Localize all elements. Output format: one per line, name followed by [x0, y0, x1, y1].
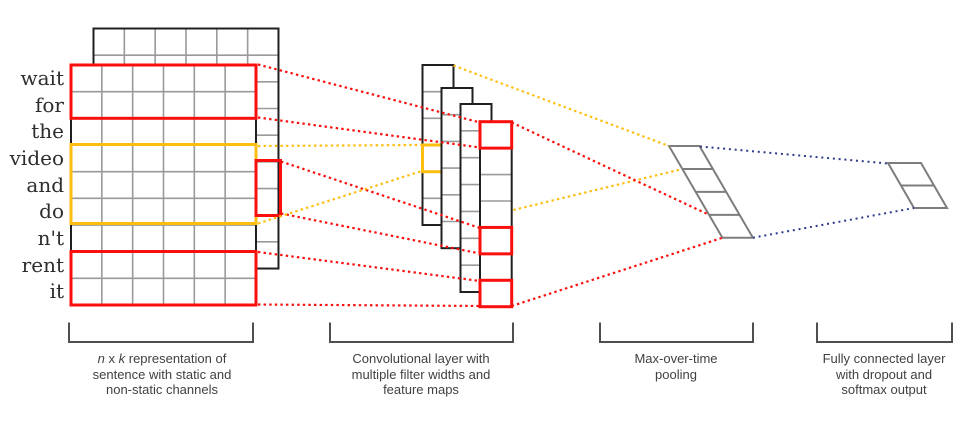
dotted-line-red-pool-top [511, 121, 710, 216]
dotted-line-yellow-pool-top [453, 64, 670, 148]
sentence-word-2: for [34, 92, 64, 117]
bracket-4 [816, 322, 953, 343]
dotted-line-navy-top [699, 145, 889, 165]
caption-line: feature maps [383, 382, 459, 397]
caption-line: Convolutional layer with [352, 351, 490, 366]
caption-line: n x k representation of [97, 351, 227, 366]
sentence-word-9: it [49, 279, 64, 304]
sentence-word-8: rent [21, 252, 64, 277]
caption-input-representation: n x k representation of sentence with st… [55, 351, 269, 398]
bracket-1 [68, 322, 254, 343]
dotted-line-red-pool-bottom [511, 236, 723, 308]
conv-column-4-bg [480, 121, 512, 307]
caption-line: softmax output [841, 382, 927, 397]
caption-line: non-static channels [105, 382, 218, 397]
conv-cell-red-2 [478, 225, 514, 256]
dotted-line-red-1 [257, 63, 481, 124]
sentence-word-7: n't [37, 225, 64, 250]
conv-cell-red-1 [478, 120, 514, 150]
caption-line: pooling [655, 366, 697, 382]
bracket-2 [329, 322, 514, 343]
dotted-line-yellow-2 [257, 169, 423, 225]
dotted-line-red-2 [257, 116, 481, 149]
dotted-line-red-4 [280, 212, 481, 255]
sentence-word-5: and [26, 172, 64, 197]
sentence-word-6: do [39, 199, 64, 224]
filter-window-red-1 [69, 63, 258, 120]
bracket-3 [599, 322, 754, 343]
caption-max-pooling: Max-over-time pooling [569, 351, 783, 382]
caption-line: Max-over-time [634, 351, 718, 366]
filter-window-red-2 [69, 250, 258, 307]
caption-line: Fully connected layer [822, 351, 946, 366]
conv-cell-red-3 [478, 278, 514, 309]
caption-convolutional-layer: Convolutional layer with multiple filter… [314, 351, 528, 398]
sentence-words: wait for the video and do n't rent it [0, 65, 64, 305]
dotted-line-yellow-1 [257, 143, 423, 148]
dotted-line-navy-bottom [752, 207, 915, 239]
sentence-word-1: wait [20, 66, 64, 90]
dotted-line-red-5 [257, 250, 481, 283]
filter-window-red-channel2 [254, 159, 282, 217]
caption-line: sentence with static and [92, 366, 232, 382]
sentence-word-4: video [9, 145, 64, 170]
sentence-word-3: the [31, 119, 64, 144]
caption-line: multiple filter widths and [351, 366, 491, 382]
dotted-line-red-3 [280, 160, 481, 230]
caption-line: with dropout and [835, 366, 933, 382]
caption-fully-connected: Fully connected layer with dropout and s… [777, 351, 975, 398]
dotted-line-red-6 [257, 303, 482, 308]
